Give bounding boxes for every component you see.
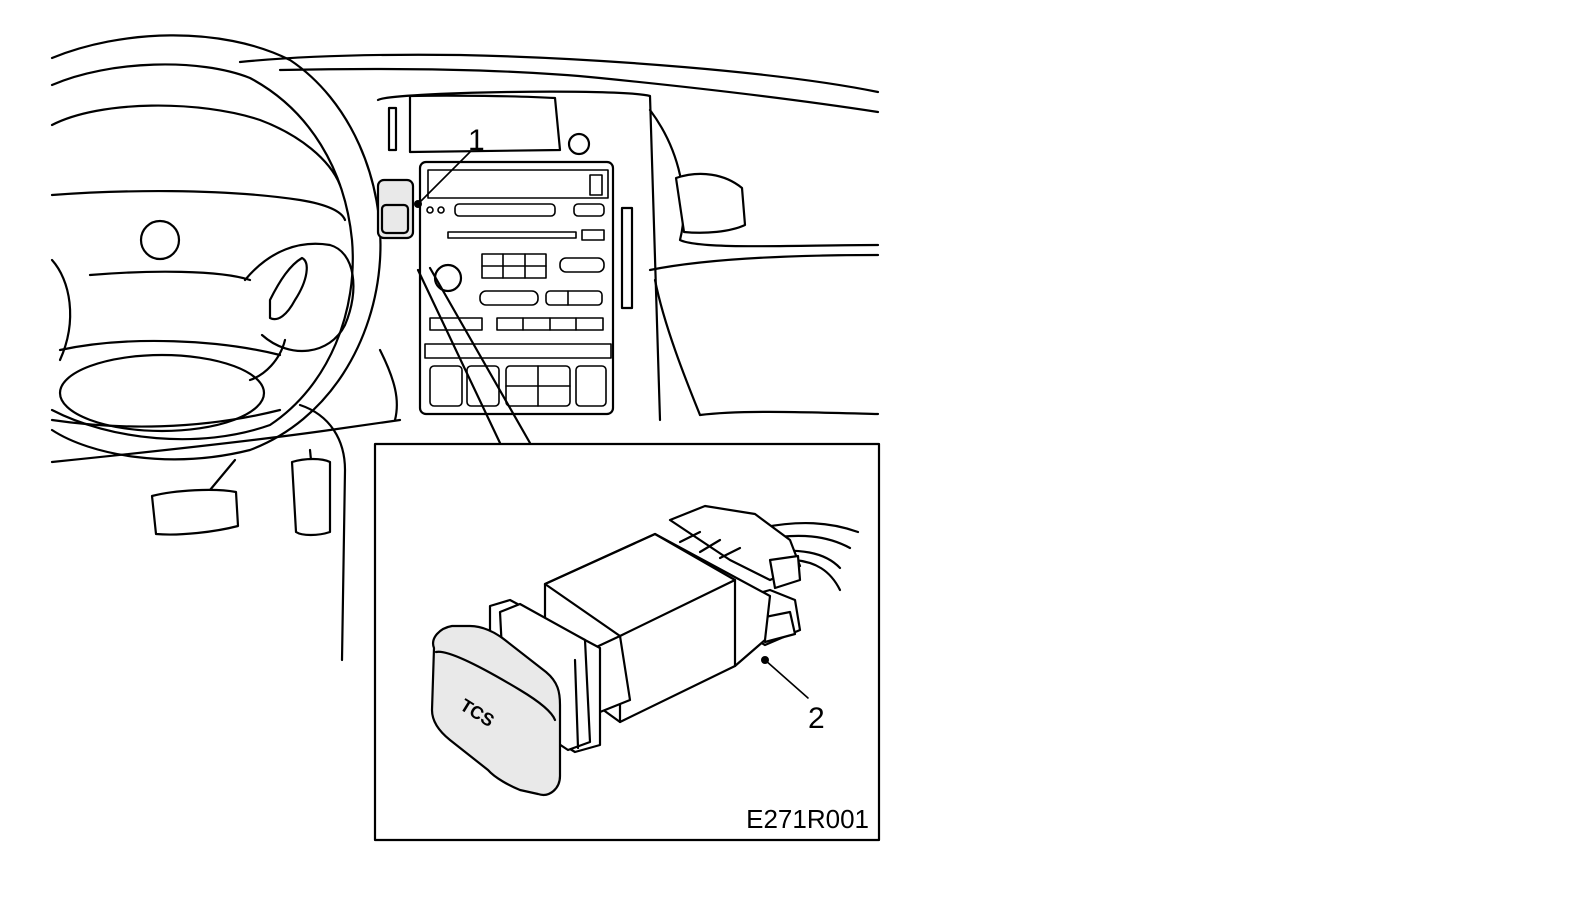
- callout-1-leader: [417, 151, 471, 205]
- accelerator-pedal: [290, 457, 332, 537]
- callout-1-label: 1: [468, 124, 485, 157]
- right-air-vent: [674, 172, 747, 234]
- callout-2-label: 2: [808, 702, 825, 735]
- inset-detail: TCS 2 E271R001: [373, 442, 881, 842]
- inset-frame: [373, 442, 881, 842]
- tcs-switch-on-dash: [376, 178, 415, 240]
- brake-pedal: [150, 488, 240, 536]
- steering-wheel: [50, 34, 382, 461]
- callout-2-leader: [764, 659, 809, 699]
- dashboard-overview: [50, 34, 880, 662]
- connector-plug-upper: [668, 504, 802, 582]
- horn-button: [139, 219, 181, 261]
- zoom-pointer: [416, 266, 532, 445]
- figure-code: E271R001: [746, 804, 869, 834]
- center-air-vent: [408, 94, 562, 154]
- airbag-pad: [58, 353, 266, 433]
- tcs-push-button: [430, 624, 562, 796]
- center-console-unit: [418, 160, 615, 416]
